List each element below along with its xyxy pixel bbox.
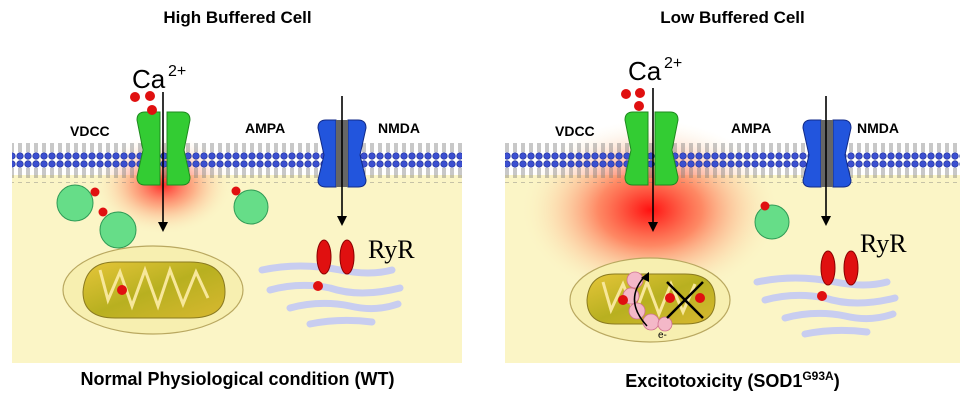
arrowhead	[337, 216, 347, 226]
vdcc-channel	[136, 111, 191, 186]
electron-label: e-	[658, 330, 667, 341]
calcium-charge: 2+	[168, 63, 186, 80]
ryr-label: RyR	[860, 229, 907, 258]
high-buffered-panel: High Buffered Cell	[0, 0, 475, 405]
nmda-label: NMDA	[378, 120, 420, 136]
calcium-influx-arrows	[162, 92, 343, 224]
panel-caption: Excitotoxicity (SOD1G93A)	[495, 369, 970, 392]
ryr-label: RyR	[368, 235, 415, 264]
calcium-ions-buffered	[90, 186, 241, 217]
panel-caption: Normal Physiological condition (WT)	[80, 369, 395, 389]
caption-main: Excitotoxicity (SOD1	[625, 371, 803, 391]
nmda-label: NMDA	[857, 120, 899, 136]
panel-title: Low Buffered Cell	[660, 8, 805, 27]
calcium-influx-arrows	[652, 88, 827, 224]
calcium-buffers	[56, 184, 269, 249]
ampa-label: AMPA	[245, 120, 285, 136]
arrowhead	[158, 222, 168, 232]
mitochondrion	[62, 245, 244, 335]
blocked-cross	[666, 281, 704, 319]
low-buffered-panel: Low Buffered Cell	[495, 0, 970, 405]
lipid-bilayer	[12, 143, 462, 183]
nmda-pore	[821, 120, 833, 187]
ryr-receptor	[313, 239, 355, 291]
vdcc-channel	[624, 111, 679, 186]
vdcc-label: VDCC	[555, 123, 595, 139]
arrowhead	[821, 216, 831, 226]
caption-superscript: G93A	[802, 369, 834, 383]
arrowhead	[648, 222, 658, 232]
nmda-channel	[317, 119, 367, 188]
cell-diagram: Ca 2+ VDCC AMPA NMDA	[505, 55, 960, 363]
caption-end: )	[833, 371, 840, 391]
ampa-label: AMPA	[731, 120, 771, 136]
arrowhead	[641, 272, 649, 282]
nmda-channel	[802, 119, 852, 188]
mitochondrion-damaged: e-	[569, 257, 731, 343]
calcium-buffers	[754, 201, 790, 240]
calcium-label: Ca	[628, 56, 662, 86]
calcium-ions-extracellular	[621, 88, 645, 111]
cell-diagram: Ca 2+ VDCC AMPA NMDA	[12, 63, 462, 363]
calcium-label: Ca	[132, 64, 166, 94]
calcium-ions-extracellular	[130, 91, 157, 115]
ryr-receptor	[817, 250, 859, 301]
panel-title: High Buffered Cell	[163, 8, 312, 27]
lipid-bilayer	[505, 143, 960, 183]
calcium-charge: 2+	[664, 55, 682, 72]
electron-flow-arrow	[633, 275, 648, 327]
vdcc-label: VDCC	[70, 123, 110, 139]
endoplasmic-reticulum	[258, 262, 404, 328]
